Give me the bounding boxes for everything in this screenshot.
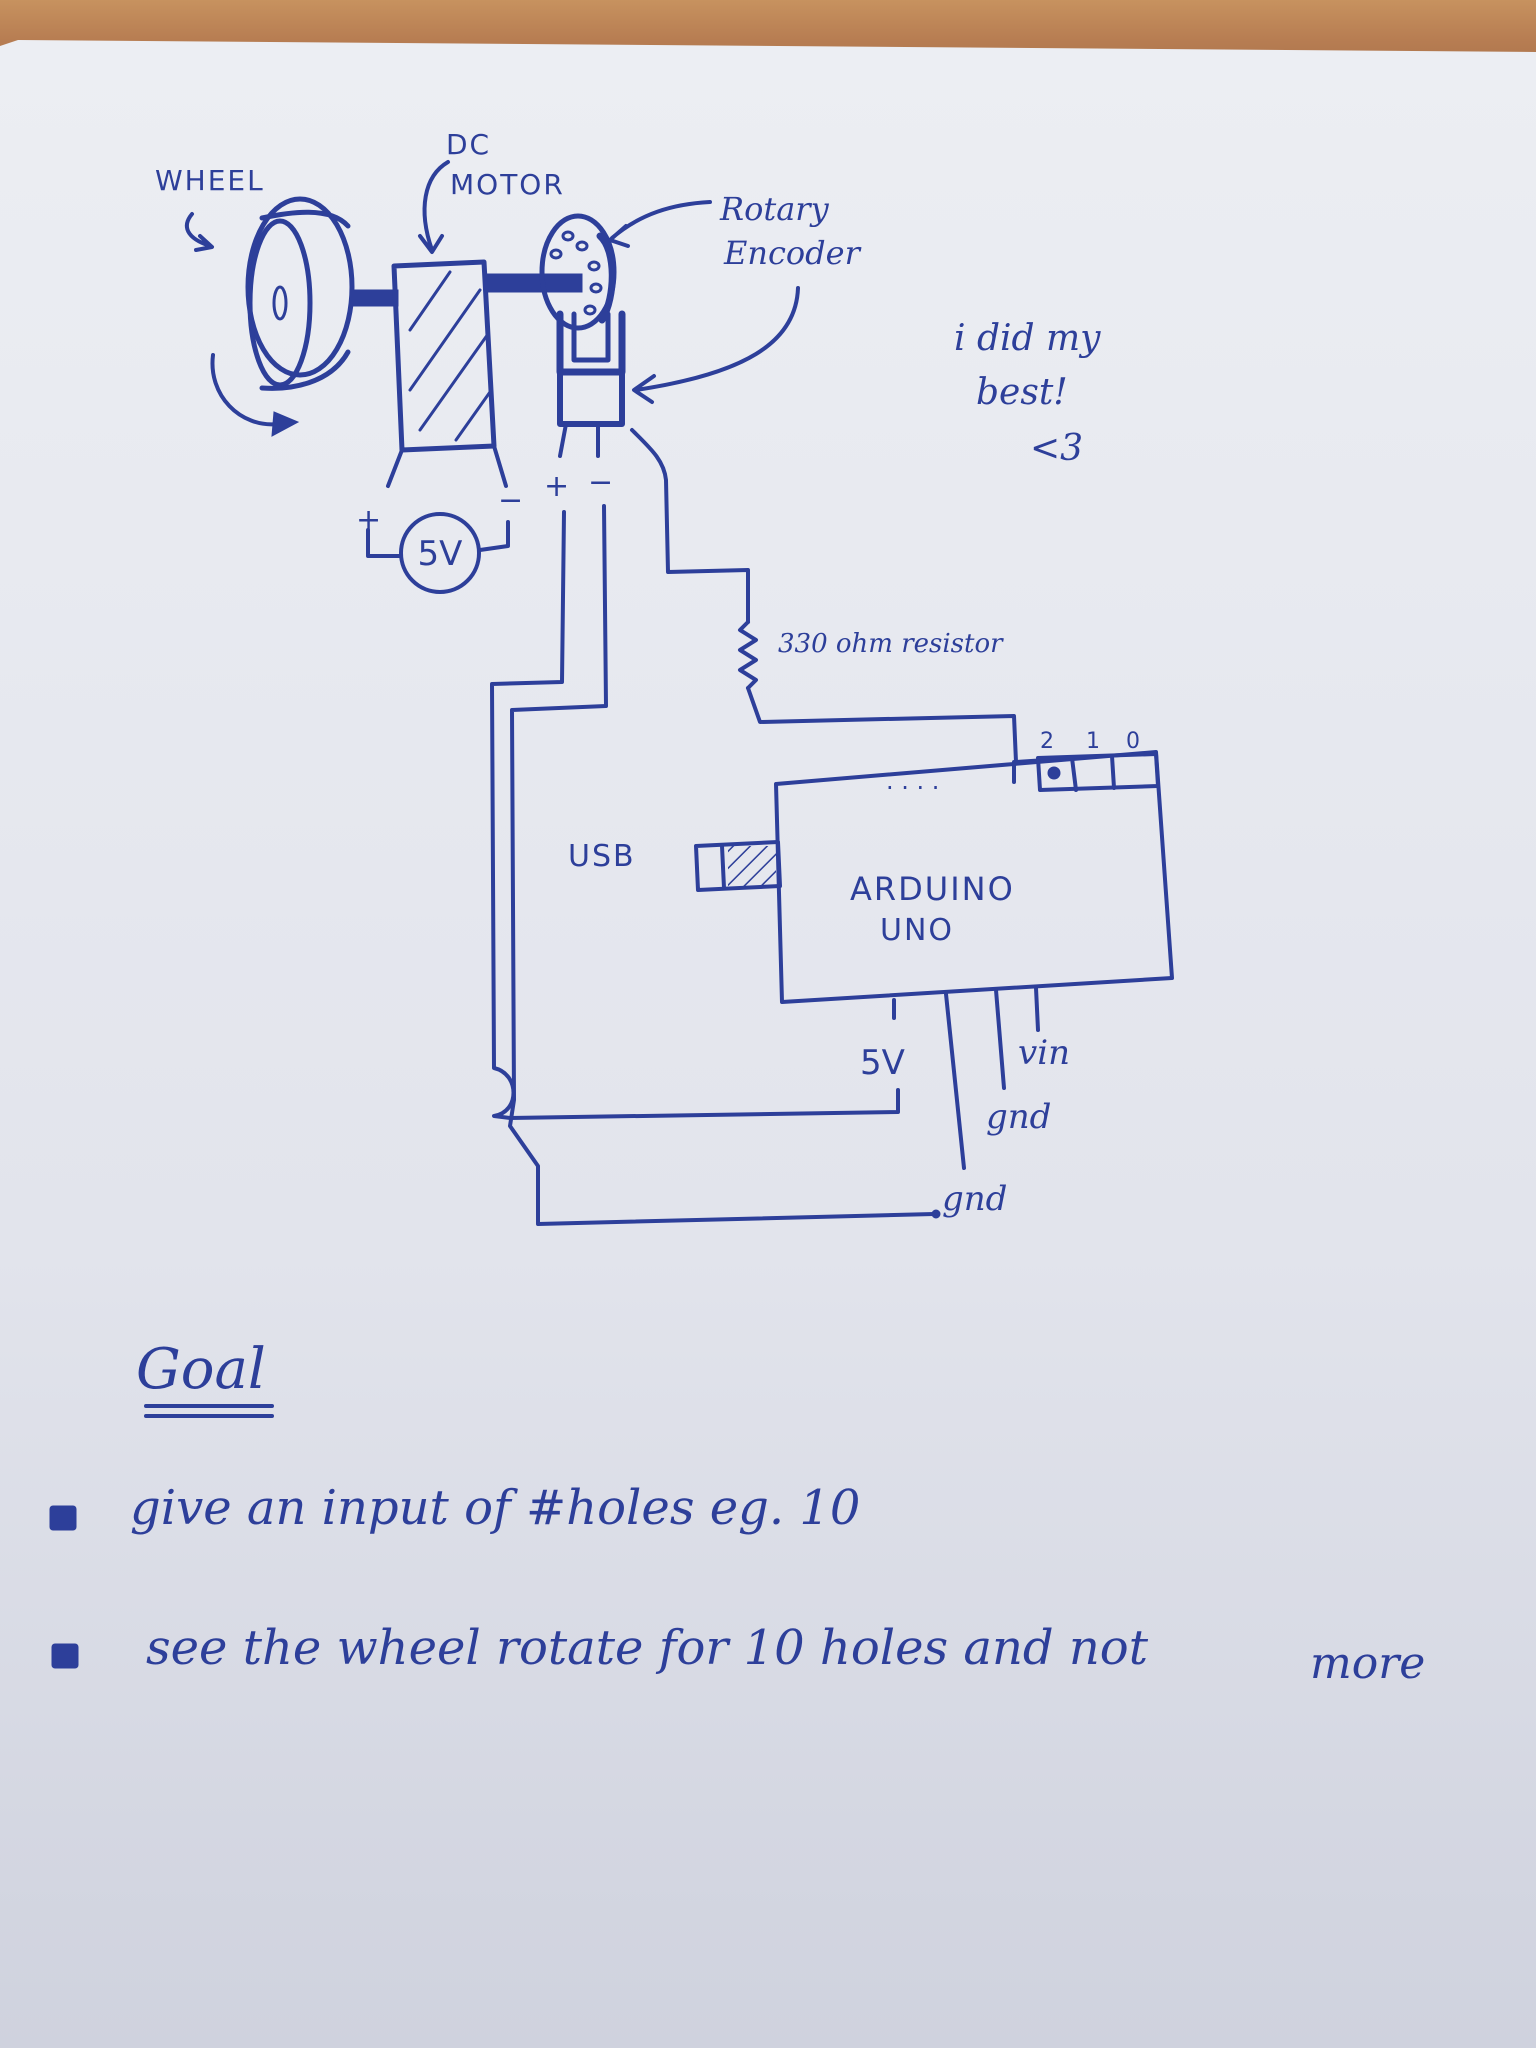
motor-supply-wire-left	[366, 528, 402, 558]
rotation-arrowhead	[271, 411, 300, 437]
pin-0-label: 0	[1126, 729, 1140, 754]
goal-item-2-continuation: more	[1310, 1638, 1425, 1689]
gnd-wire-end-dot	[931, 1209, 941, 1219]
motor-supply-symbol	[399, 512, 481, 594]
goal-heading: Goal	[136, 1337, 266, 1402]
encoder-minus-label: −	[588, 465, 613, 500]
pin-2-label: 2	[1040, 729, 1054, 754]
wheel-label-arrow	[184, 212, 214, 252]
motor-minus-label: −	[498, 483, 523, 518]
arduino-gnd-label-1: gnd	[986, 1097, 1051, 1137]
dc-motor	[386, 259, 508, 488]
pin-1-label: 1	[1086, 729, 1100, 754]
note-line3: <3	[1030, 428, 1083, 469]
arduino-gnd-pin-short	[994, 988, 1006, 1090]
dc-motor-label-line1: DC	[446, 128, 491, 161]
pins-ellipsis: · · · ·	[886, 774, 939, 802]
motor-supply-wire-right	[478, 520, 510, 552]
wheel	[245, 196, 355, 391]
arduino-pin-header	[1012, 752, 1160, 792]
arduino-label-line2: UNO	[880, 913, 954, 948]
arduino-vin-label: vin	[1018, 1033, 1070, 1073]
usb-label: USB	[568, 839, 636, 874]
goal-item-2: see the wheel rotate for 10 holes and no…	[146, 1620, 1149, 1676]
arduino-board	[774, 750, 1174, 1004]
note-line1: i did my	[954, 318, 1101, 359]
usb-port	[694, 840, 782, 892]
motor-shaft	[349, 289, 399, 307]
arduino-label-line1: ARDUINO	[850, 870, 1015, 908]
resistor-symbol	[738, 620, 758, 690]
encoder-label-arrow-bottom	[632, 286, 800, 404]
encoder-label-line2: Encoder	[723, 234, 862, 272]
rotary-encoder	[539, 213, 626, 458]
arduino-gnd-label-2: gnd	[942, 1179, 1007, 1219]
goal-bullet-2	[51, 1643, 79, 1669]
goal-item-1: give an input of #holes eg. 10	[130, 1480, 860, 1536]
encoder-plus-label: +	[544, 469, 569, 504]
encoder-label-line1: Rotary	[719, 190, 830, 228]
encoder-shaft	[483, 273, 583, 293]
wheel-label: WHEEL	[155, 164, 265, 197]
resistor-label: 330 ohm resistor	[778, 629, 1004, 659]
motor-supply-label: 5V	[418, 534, 463, 574]
dc-motor-label-arrow	[418, 160, 450, 254]
goal-bullet-1	[49, 1505, 77, 1531]
arduino-5v-label: 5V	[860, 1043, 905, 1083]
encoder-label-arrow-top	[608, 200, 712, 248]
wire-encoder-signal	[630, 428, 750, 624]
note-line2: best!	[976, 372, 1068, 413]
dc-motor-label-line2: MOTOR	[450, 168, 565, 201]
paper	[0, 40, 1536, 2048]
wire-encoder-minus	[508, 504, 936, 1226]
arduino-vin-pin	[1034, 986, 1040, 1032]
arduino-gnd-pin-long	[944, 992, 966, 1170]
rotation-arrow	[210, 353, 280, 427]
